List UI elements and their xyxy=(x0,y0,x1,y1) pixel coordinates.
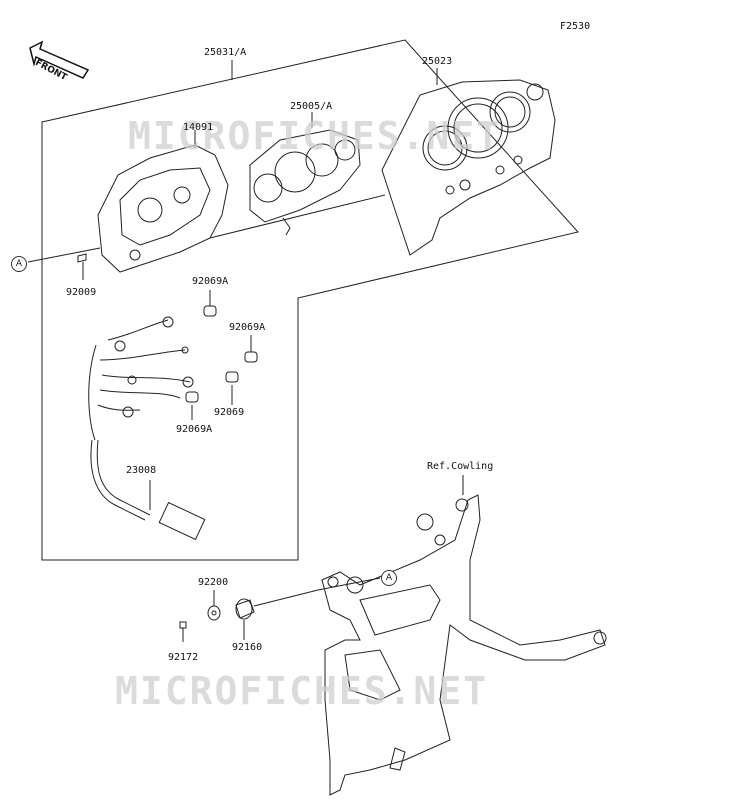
watermark-bottom: MICROFICHES.NET xyxy=(115,669,489,713)
callout-meter-unit: 25005/A xyxy=(290,101,333,112)
cowling-bracket-part xyxy=(321,475,607,796)
callout-ref-cowling: Ref.Cowling xyxy=(427,461,494,472)
callout-bulb-1: 92069A xyxy=(192,276,229,287)
meter-unit-part xyxy=(249,112,361,236)
washer-part xyxy=(207,605,221,621)
callout-bulb-3: 92069 xyxy=(214,407,245,418)
callout-assembly: 25031/A xyxy=(204,47,247,58)
callout-damper: 92160 xyxy=(232,642,263,653)
callout-washer: 92200 xyxy=(198,577,229,588)
damper-part xyxy=(235,599,255,619)
callout-case: 14091 xyxy=(183,122,214,133)
bulb-2-part xyxy=(244,351,258,363)
bulb-3-part xyxy=(225,371,239,383)
watermark-top: MICROFICHES.NET xyxy=(128,114,502,158)
bulb-4-part xyxy=(185,391,199,403)
bulb-1-part xyxy=(203,305,217,317)
meter-cover-part xyxy=(381,68,556,256)
assembly-boundary xyxy=(41,39,579,561)
reference-marker-a-top: A xyxy=(11,256,27,272)
meter-case-part xyxy=(97,130,229,273)
bolt-part xyxy=(179,621,187,629)
callout-bulb-2: 92069A xyxy=(229,322,266,333)
callout-harness: 23008 xyxy=(126,465,157,476)
callout-bulb-4: 92069A xyxy=(176,424,213,435)
figure-code: F2530 xyxy=(560,21,591,32)
harness-part xyxy=(88,316,206,541)
reference-marker-a-bottom: A xyxy=(381,570,397,586)
callout-bolt: 92172 xyxy=(168,652,199,663)
front-arrow-icon xyxy=(29,40,90,79)
callout-meter-cover: 25023 xyxy=(422,56,453,67)
callout-screw: 92009 xyxy=(66,287,97,298)
